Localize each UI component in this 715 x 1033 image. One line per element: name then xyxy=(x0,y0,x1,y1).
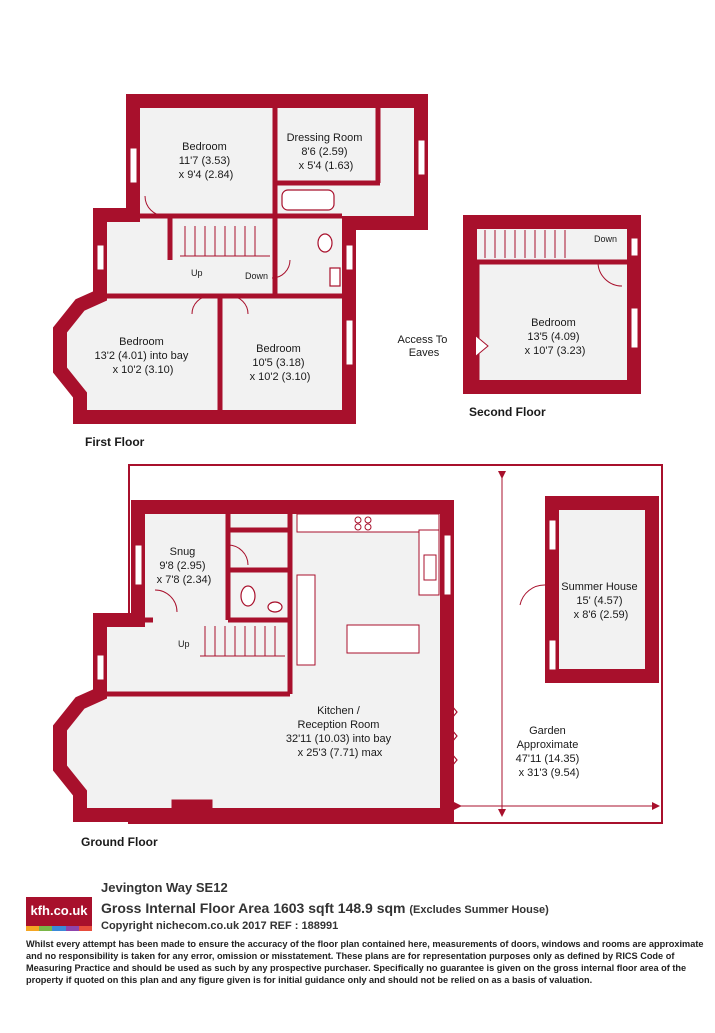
gf-kitchen-reception: Kitchen / Reception Room 32'11 (10.03) i… xyxy=(286,705,394,759)
disclaimer: Whilst every attempt has been made to en… xyxy=(26,939,704,985)
second-floor-stairs xyxy=(484,230,566,258)
gf-summer-house: Summer House 15' (4.57) x 8'6 (2.59) xyxy=(561,581,640,621)
ff-bedroom-a: Bedroom 11'7 (3.53) x 9'4 (2.84) xyxy=(179,141,234,181)
logo-stripes xyxy=(26,926,93,931)
ff-up-label: Up xyxy=(191,268,203,278)
ff-down-label: Down xyxy=(245,271,268,281)
gf-up-label: Up xyxy=(178,639,190,649)
access-to-eaves-label: Access To Eaves xyxy=(398,334,451,359)
first-floor-doors xyxy=(144,195,291,315)
sf-down-label: Down xyxy=(594,234,617,244)
area-note: (Excludes Summer House) xyxy=(409,904,549,916)
wc xyxy=(317,233,333,253)
first-floor-stairs xyxy=(180,226,270,257)
gf-garden: Garden Approximate 47'11 (14.35) x 31'3 … xyxy=(516,725,583,779)
kfh-logo: kfh.co.uk xyxy=(26,897,93,931)
logo-text: kfh.co.uk xyxy=(30,903,88,918)
first-floor-windows xyxy=(96,139,426,366)
ground-floor-stairs xyxy=(200,626,285,657)
ground-floor-interior-walls xyxy=(107,514,293,697)
area-text: Gross Internal Floor Area 1603 sqft 148.… xyxy=(101,900,406,916)
ff-bedroom-c: Bedroom 10'5 (3.18) x 10'2 (3.10) xyxy=(250,343,311,383)
floor-plan: First Floor Bedroom 11'7 (3.53) x 9'4 (2… xyxy=(53,94,663,849)
first-floor-plan: First Floor Bedroom 11'7 (3.53) x 9'4 (2… xyxy=(53,94,428,449)
copyright: Copyright nichecom.co.uk 2017 REF : 1889… xyxy=(101,920,339,932)
gf-wc xyxy=(240,585,256,607)
ff-bedroom-b: Bedroom 13'2 (4.01) into bay x 10'2 (3.1… xyxy=(95,336,192,376)
property-address: Jevington Way SE12 xyxy=(101,880,228,895)
eaves-access-icon xyxy=(475,335,489,357)
first-floor-interior-walls xyxy=(107,108,381,410)
ground-floor-plan: Snug 9'8 (2.95) x 7'8 (2.34) Kitchen / R… xyxy=(53,464,663,849)
second-floor-label: Second Floor xyxy=(469,405,546,419)
ground-floor-label: Ground Floor xyxy=(81,835,158,849)
ff-dressing-room: Dressing Room 8'6 (2.59) x 5'4 (1.63) xyxy=(287,132,366,172)
summer-house xyxy=(545,496,659,683)
ground-floor-doors xyxy=(154,544,249,613)
gross-area: Gross Internal Floor Area 1603 sqft 148.… xyxy=(101,900,549,916)
first-floor-label: First Floor xyxy=(85,435,145,449)
basin xyxy=(329,267,341,287)
first-floor-outline xyxy=(53,94,428,424)
gf-basin xyxy=(267,601,283,613)
sf-bedroom: Bedroom 13'5 (4.09) x 10'7 (3.23) xyxy=(525,317,586,357)
second-floor-outline xyxy=(463,215,641,394)
bath xyxy=(281,189,335,211)
second-floor-plan: Down Access To Eaves Bedroom 13'5 (4.09)… xyxy=(398,215,641,419)
ground-floor-windows xyxy=(96,534,452,816)
gf-snug: Snug 9'8 (2.95) x 7'8 (2.34) xyxy=(157,546,212,586)
folding-door xyxy=(446,699,458,773)
kitchen-units xyxy=(296,513,440,666)
ground-floor-outline xyxy=(53,500,454,822)
